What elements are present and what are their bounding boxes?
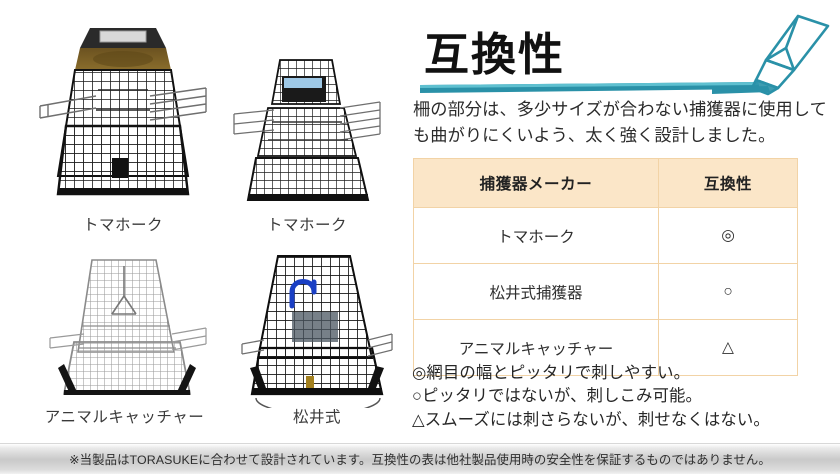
lead-paragraph: 柵の部分は、多少サイズが合わない捕獲器に使用しても曲がりにくいよう、太く強く設計… [413,99,827,146]
cell-compat-mark: ○ [658,263,798,320]
highlighter-pen-icon [712,14,830,96]
cell-maker: トマホーク [413,207,659,264]
table-header-row: 捕獲器メーカー 互換性 [413,158,798,208]
photo-caption: トマホーク [82,217,163,234]
photo-frame [38,18,208,208]
cell-maker: アニマルキャッチャー [413,319,659,376]
table-row: 松井式捕獲器 ○ [413,263,798,320]
trap-cage-illustration [241,255,393,408]
product-photo-matsui [240,248,395,408]
product-photo-grid: トマホーク [0,0,408,440]
trap-cage-illustration [49,259,207,395]
column-header-compat: 互換性 [658,158,798,208]
trap-cage-illustration [39,28,207,196]
table-row: アニマルキャッチャー △ [413,319,798,376]
photo-frame [48,252,208,407]
cell-maker: 松井式捕獲器 [413,263,659,320]
legend-item: ◎網目の幅とピッタリで刺しやすい。 [412,364,691,382]
product-photo-animal-catcher [48,252,208,407]
page-title: 互換性 [424,28,566,81]
column-header-maker: 捕獲器メーカー [413,158,659,208]
legend-list: ◎網目の幅とピッタリで刺しやすい。 ○ピッタリではないが、刺しこみ可能。 △スム… [412,362,840,432]
content-panel: 互換性 柵の部分は、多少サイズが合わない捕獲器に使用しても曲がりにくいよう、太く… [408,0,840,440]
product-photo-tomahawk-large [38,18,208,208]
cell-compat-mark: ◎ [658,207,798,264]
legend-item: ○ピッタリではないが、刺しこみ可能。 [412,387,703,406]
trap-cage-illustration [233,59,381,201]
photo-frame [232,52,382,210]
photo-caption: 松井式 [292,409,341,426]
photo-frame [240,248,395,408]
section-title-row: 互換性 [416,14,840,96]
photo-caption: トマホーク [266,217,347,234]
photo-caption: アニマルキャッチャー [44,409,205,426]
footer-bar: ※当製品はTORASUKEに合わせて設計されています。互換性の表は他社製品使用時… [0,443,840,474]
table-row: トマホーク ◎ [413,207,798,264]
legend-item: △スムーズには刺さらないが、刺せなくはない。 [412,410,770,429]
product-photo-tomahawk-small [232,52,382,210]
footer-note: ※当製品はTORASUKEに合わせて設計されています。互換性の表は他社製品使用時… [69,453,771,467]
compatibility-table: 捕獲器メーカー 互換性 トマホーク ◎ 松井式捕獲器 ○ アニマルキャッチャー … [413,158,798,376]
cell-compat-mark: △ [658,319,798,376]
highlighter-underline [420,82,760,93]
